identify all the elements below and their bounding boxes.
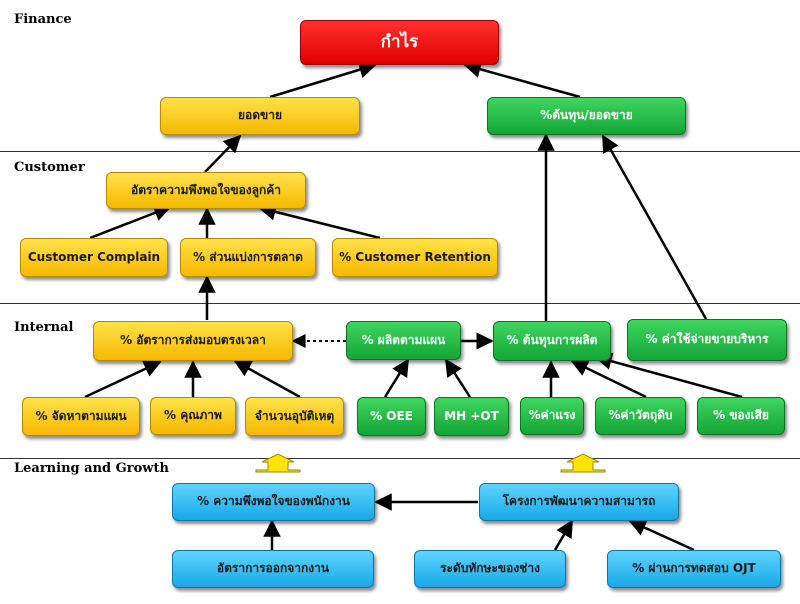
node-ontime-delivery: % อัตราการส่งมอบตรงเวลา [93, 321, 293, 361]
lane-divider-internal-learning [0, 458, 800, 459]
edge-procure-to-ontime [84, 360, 162, 399]
lane-label-learning: Learning and Growth [14, 461, 169, 476]
edge-material-to-prodcost [570, 359, 647, 399]
node-accident-count: จำนวนอุบัติเหตุ [245, 397, 344, 436]
edge-mhot-to-plan [444, 358, 472, 398]
edge-costsales-to-profit [463, 60, 581, 99]
node-mh-ot: MH +OT [434, 397, 509, 436]
edge-waste-to-prodcost [594, 352, 743, 399]
edge-custsat-to-sales [204, 134, 242, 173]
node-employee-satisfaction: % ความพึงพอใจของพนักงาน [172, 483, 375, 521]
node-customer-complain: Customer Complain [20, 238, 168, 277]
node-oee: % OEE [357, 397, 426, 436]
lane-label-finance: Finance [14, 12, 72, 27]
node-turnover: อัตราการออกจากงาน [172, 550, 374, 588]
lane-label-internal: Internal [14, 320, 74, 335]
node-waste: % ของเสีย [697, 397, 785, 435]
node-production-plan: % ผลิตตามแผน [346, 321, 461, 360]
edge-sales-to-profit [269, 61, 377, 99]
edge-retention-to-custsat [258, 203, 381, 240]
edge-admin-to-costsales [601, 134, 708, 320]
edge-oee-to-plan [383, 358, 410, 398]
node-market-share: % ส่วนแบ่งการตลาด [180, 238, 316, 277]
edge-ojt-to-competency [628, 519, 695, 552]
node-admin-sales-expense: % ค่าใช้จ่ายขายบริหาร [627, 319, 787, 361]
node-customer-satisfaction: อัตราความพึงพอใจของลูกค้า [106, 172, 306, 209]
node-cost-per-sales: %ต้นทุน/ยอดขาย [487, 97, 686, 135]
node-customer-retention: % Customer Retention [332, 238, 498, 277]
node-production-cost: % ต้นทุนการผลิต [493, 321, 611, 361]
node-procurement-plan: % จัดหาตามแผน [22, 397, 140, 436]
edge-complain-to-custsat [89, 204, 172, 240]
edge-skill-to-competency [553, 519, 574, 551]
node-ojt-pass: % ผ่านการทดสอบ OJT [607, 550, 781, 588]
lane-divider-finance-customer [0, 151, 800, 152]
node-profit: กำไร [300, 20, 499, 65]
up-arrow-left [255, 453, 301, 473]
lane-divider-customer-internal [0, 303, 800, 304]
node-competency-project: โครงการพัฒนาความสามารถ [479, 483, 679, 521]
node-skill-level: ระดับทักษะของช่าง [414, 550, 566, 588]
lane-label-customer: Customer [14, 160, 85, 175]
node-labor: %ค่าแรง [520, 397, 584, 435]
node-material: %ค่าวัตถุดิบ [595, 397, 686, 435]
up-arrow-right [560, 453, 606, 473]
node-quality: % คุณภาพ [150, 397, 236, 435]
node-sales: ยอดขาย [160, 97, 360, 135]
edge-accident-to-ontime [233, 359, 301, 399]
